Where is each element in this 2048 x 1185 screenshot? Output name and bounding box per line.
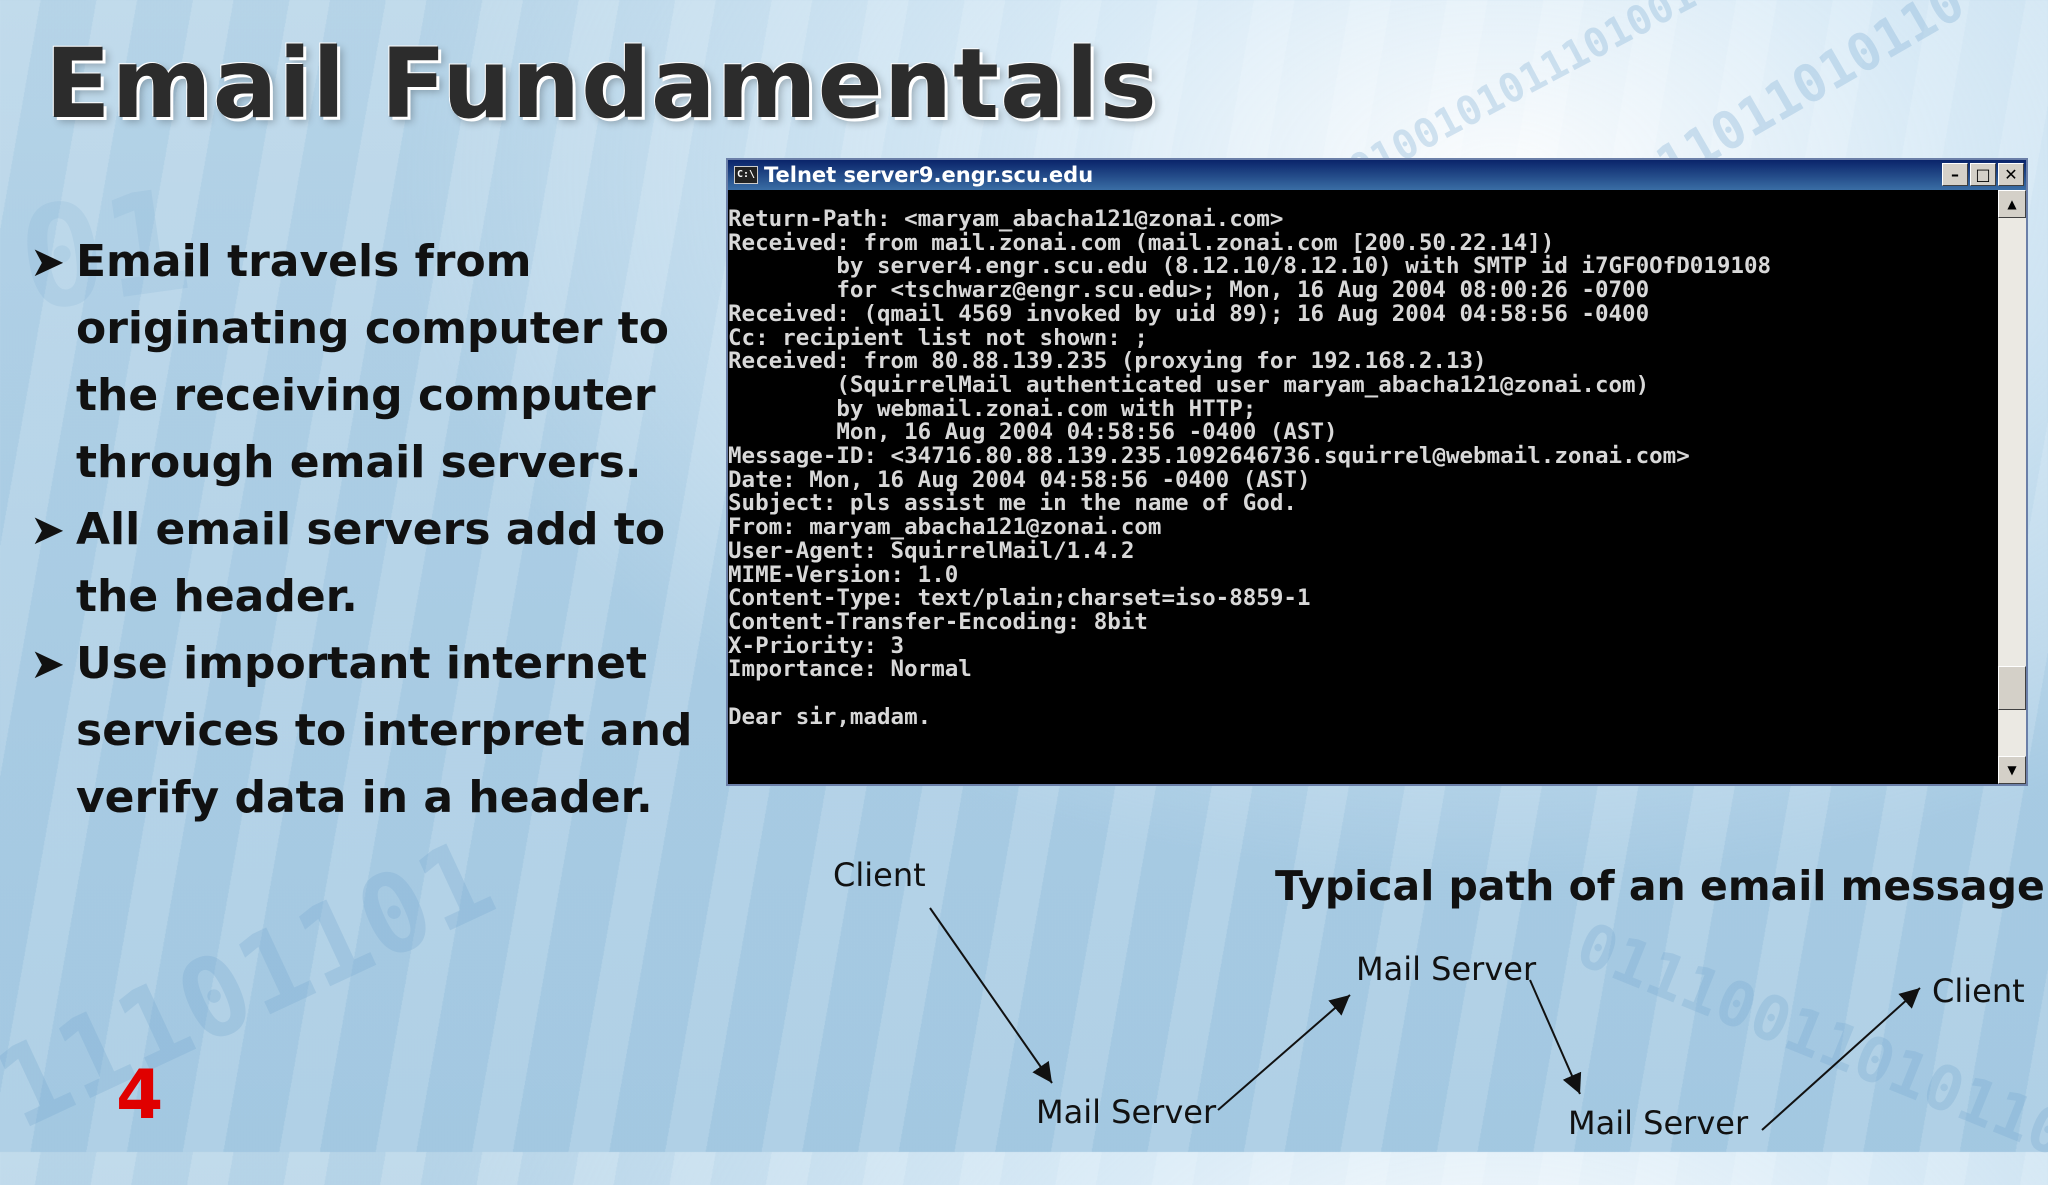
maximize-button[interactable]: □ [1970, 163, 1996, 186]
bullet-text: Use important internet services to inter… [76, 638, 693, 823]
terminal-line: Importance: Normal [728, 656, 972, 683]
diagram-caption: Typical path of an email message: [1275, 862, 2048, 910]
terminal-line: Received: (qmail 4569 invoked by uid 89)… [728, 300, 1650, 327]
scroll-thumb[interactable] [1998, 666, 2026, 710]
client-left-label: Client [833, 856, 926, 894]
bullet-item: ➤ Email travels from originating compute… [30, 228, 720, 496]
terminal-line: Received: from 80.88.139.235 (proxying f… [728, 348, 1487, 375]
arrow-server2-to-server3 [1529, 979, 1582, 1095]
arrow-bullet-icon: ➤ [30, 505, 66, 554]
client-right-label: Client [1932, 972, 2025, 1010]
terminal-line: Cc: recipient list not shown: ; [728, 324, 1148, 351]
terminal-line: by webmail.zonai.com with HTTP; [728, 395, 1257, 422]
vertical-scrollbar[interactable]: ▲ ▼ [1998, 190, 2026, 784]
terminal-line: MIME-Version: 1.0 [728, 561, 959, 588]
window-controls: – □ ✕ [1942, 163, 2024, 186]
bullet-item: ➤ Use important internet services to int… [30, 630, 720, 831]
arrow-server3-to-client [1761, 987, 1921, 1131]
slide-title: Email Fundamentals [45, 28, 1158, 140]
terminal-line: by server4.engr.scu.edu (8.12.10/8.12.10… [728, 253, 1772, 280]
background-binary-3: 11101101 [0, 814, 513, 1154]
arrow-bullet-icon: ➤ [30, 237, 66, 286]
mail-server-2-label: Mail Server [1356, 950, 1537, 988]
terminal-line: User-Agent: SquirrelMail/1.4.2 [728, 537, 1135, 564]
terminal-line: Received: from mail.zonai.com (mail.zona… [728, 229, 1555, 256]
terminal-output: Return-Path: <maryam_abacha121@zonai.com… [728, 190, 1998, 784]
arrow-server1-to-server2 [1217, 994, 1351, 1111]
window-title: Telnet server9.engr.scu.edu [764, 163, 1094, 187]
terminal-line: Mon, 16 Aug 2004 04:58:56 -0400 (AST) [728, 419, 1338, 446]
minimize-button[interactable]: – [1942, 163, 1968, 186]
bullet-list: ➤ Email travels from originating compute… [30, 228, 720, 831]
bullet-text: All email servers add to the header. [76, 504, 666, 622]
close-button[interactable]: ✕ [1998, 163, 2024, 186]
bullet-item: ➤ All email servers add to the header. [30, 496, 720, 630]
terminal-line [728, 682, 1998, 706]
terminal-line: Subject: pls assist me in the name of Go… [728, 490, 1297, 517]
slide-number: 4 [116, 1056, 164, 1135]
window-titlebar[interactable]: C:\ Telnet server9.engr.scu.edu – □ ✕ [728, 160, 2026, 190]
arrow-bullet-icon: ➤ [30, 639, 66, 688]
arrow-client-to-server1 [929, 907, 1053, 1084]
terminal-line: X-Priority: 3 [728, 632, 905, 659]
scroll-up-button[interactable]: ▲ [1998, 190, 2026, 218]
mail-server-3-label: Mail Server [1568, 1104, 1749, 1142]
terminal-line: Content-Transfer-Encoding: 8bit [728, 608, 1148, 635]
mail-server-1-label: Mail Server [1036, 1093, 1217, 1131]
terminal-line: Message-ID: <34716.80.88.139.235.1092646… [728, 443, 1690, 470]
terminal-line: Content-Type: text/plain;charset=iso-885… [728, 585, 1311, 612]
scroll-down-button[interactable]: ▼ [1998, 756, 2026, 784]
terminal-line: (SquirrelMail authenticated user maryam_… [728, 371, 1650, 398]
terminal-line: Dear sir,madam. [728, 703, 932, 730]
terminal-line: Return-Path: <maryam_abacha121@zonai.com… [728, 206, 1284, 232]
terminal-line: Date: Mon, 16 Aug 2004 04:58:56 -0400 (A… [728, 466, 1311, 493]
terminal-line: From: maryam_abacha121@zonai.com [728, 514, 1162, 541]
console-icon: C:\ [734, 166, 758, 184]
telnet-window: C:\ Telnet server9.engr.scu.edu – □ ✕ Re… [726, 158, 2028, 786]
terminal-line: for <tschwarz@engr.scu.edu>; Mon, 16 Aug… [728, 277, 1650, 304]
bullet-text: Email travels from originating computer … [76, 236, 669, 488]
background-binary-4: 011100110101101 [1566, 907, 2048, 1185]
